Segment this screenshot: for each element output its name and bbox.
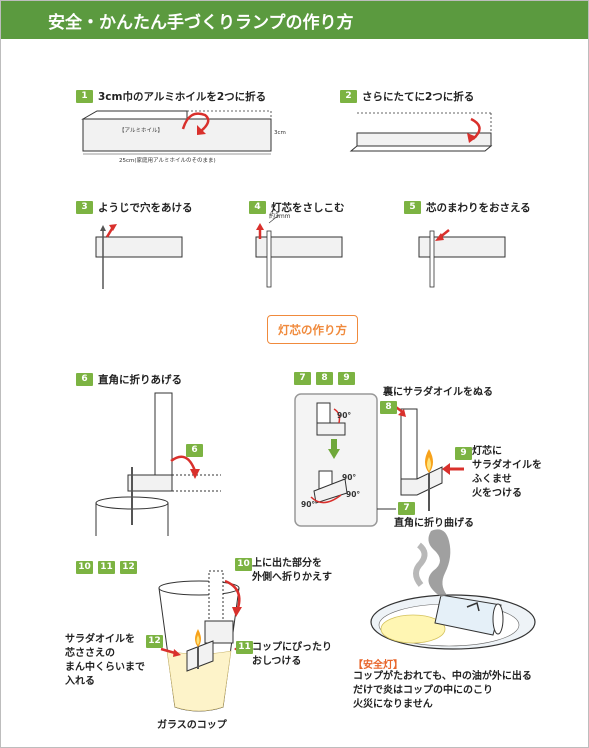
step-4-label: 灯芯をさしこむ xyxy=(271,202,345,214)
callout-12-text: サラダオイルを 芯ささえの まん中くらいまで 入れる xyxy=(65,633,145,689)
step-7-badge: 7 xyxy=(294,372,311,385)
step-5-badge: 5 xyxy=(404,201,421,214)
callout-12-line: サラダオイルを xyxy=(65,634,135,645)
step-group-7-8-9: 7 8 9 xyxy=(294,372,355,385)
callout-11-line: おしつける xyxy=(252,656,302,667)
callout-12-line: 芯ささえの xyxy=(65,648,115,659)
step-11-badge: 11 xyxy=(98,561,115,574)
step-5-header: 5 芯のまわりをおさえる xyxy=(404,200,531,215)
callout-9-line: ふくませ xyxy=(472,474,512,485)
callout-10-line: 上に出た部分を xyxy=(252,558,322,569)
callout-8-badge: 8 xyxy=(380,401,397,414)
page-title: 安全・かんたん手づくりランプの作り方 xyxy=(48,13,354,33)
step-3-badge: 3 xyxy=(76,201,93,214)
wick-method-heading: 灯芯の作り方 xyxy=(267,315,358,344)
step-6-label: 直角に折りあげる xyxy=(98,374,182,386)
step-6-badge: 6 xyxy=(76,373,93,386)
callout-10-line: 外側へ折りかえす xyxy=(252,572,332,583)
dim-3mm: 約3mm xyxy=(269,213,291,220)
foil-tag: 【アルミホイル】 xyxy=(119,128,163,134)
callout-9-text: 灯芯に サラダオイルを ふくませ 火をつける xyxy=(472,445,542,501)
callout-9-badge: 9 xyxy=(455,447,472,460)
callout-7-text: 直角に折り曲げる xyxy=(394,518,474,529)
callout-7-badge: 7 xyxy=(398,502,415,515)
safety-text: コップがたおれても、中の油が外に出る だけで炎はコップの中にのこり 火災になりま… xyxy=(353,670,532,712)
step-9-badge: 9 xyxy=(338,372,355,385)
step-2-header: 2 さらにたてに2つに折る xyxy=(340,89,474,104)
title-bar: 安全・かんたん手づくりランプの作り方 xyxy=(1,1,588,39)
angle-label-90: 90° xyxy=(301,500,316,509)
dim-25cm: 25cm(家庭用アルミホイルのそのまま) xyxy=(119,158,216,164)
safety-heading: 【安全灯】 xyxy=(353,660,403,671)
step-2-badge: 2 xyxy=(340,90,357,103)
step-1-header: 1 3cm巾のアルミホイルを2つに折る xyxy=(76,89,266,104)
angle-label-90: 90° xyxy=(337,411,352,420)
dim-3cm: 3cm xyxy=(274,130,286,136)
callout-10-text: 上に出た部分を 外側へ折りかえす xyxy=(252,557,332,585)
callout-9-line: サラダオイルを xyxy=(472,460,542,471)
callout-9-line: 火をつける xyxy=(472,488,522,499)
step-10-badge: 10 xyxy=(76,561,93,574)
callout-11-text: コップにぴったり おしつける xyxy=(252,641,332,669)
callout-11-line: コップにぴったり xyxy=(252,642,332,653)
step-12-badge: 12 xyxy=(120,561,137,574)
step-3-header: 3 ようじで穴をあける xyxy=(76,200,193,215)
step-8-badge: 8 xyxy=(316,372,333,385)
step-2-label: さらにたてに2つに折る xyxy=(362,91,475,103)
safety-line: だけで炎はコップの中にのこり xyxy=(353,685,493,696)
step-4-badge: 4 xyxy=(249,201,266,214)
glass-label: ガラスのコップ xyxy=(157,720,227,731)
step-1-label: 3cm巾のアルミホイルを2つに折る xyxy=(98,91,267,103)
step-1-badge: 1 xyxy=(76,90,93,103)
step-3-label: ようじで穴をあける xyxy=(98,202,193,214)
step-4-header: 4 灯芯をさしこむ xyxy=(249,200,345,215)
safety-line: コップがたおれても、中の油が外に出る xyxy=(353,671,532,682)
callout-8-text: 裏にサラダオイルをぬる xyxy=(383,387,493,398)
step-5-label: 芯のまわりをおさえる xyxy=(426,202,531,214)
callout-12-line: まん中くらいまで xyxy=(65,662,145,673)
step-group-10-11-12: 10 11 12 xyxy=(76,561,137,574)
callout-12-badge: 12 xyxy=(146,635,163,648)
callout-11-badge: 11 xyxy=(236,641,253,654)
angle-label-90: 90° xyxy=(346,490,361,499)
angle-label-90: 90° xyxy=(342,473,357,482)
callout-12-line: 入れる xyxy=(65,676,95,687)
callout-10-badge: 10 xyxy=(235,558,252,571)
safety-line: 火災になりません xyxy=(353,699,433,710)
step-6-header: 6 直角に折りあげる xyxy=(76,372,182,387)
callout-6-badge: 6 xyxy=(186,444,203,457)
callout-9-line: 灯芯に xyxy=(472,446,502,457)
